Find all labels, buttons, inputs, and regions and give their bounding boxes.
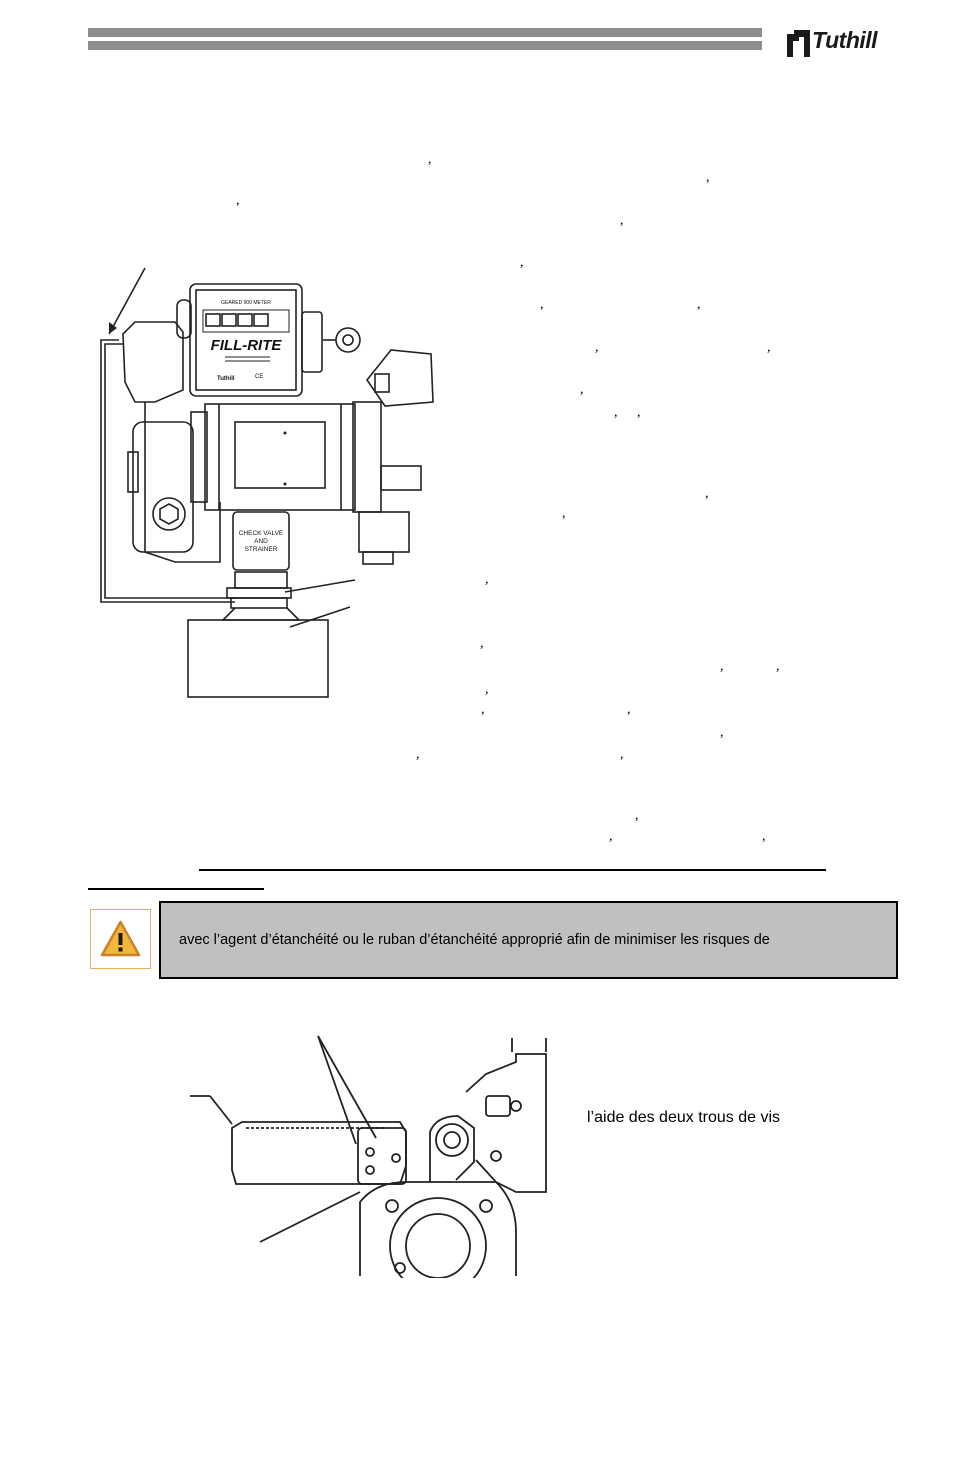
comma-1: , [428, 152, 432, 167]
heading-underline-1 [199, 869, 826, 871]
pump-assembly-diagram: GEARED 900 METER FILL-RITE Tuthill CE CH… [100, 267, 434, 698]
comma-12: , [637, 405, 641, 420]
header-bar-top [88, 28, 762, 37]
comma-17: , [720, 659, 724, 674]
brand-name: Tuthill [812, 27, 878, 53]
comma-5: , [520, 255, 524, 270]
meter-ce-mark: CE [255, 374, 263, 380]
tuthill-logo-mark-icon [787, 30, 810, 57]
meter-title: GEARED 900 METER [221, 300, 271, 306]
header-bar-bottom [88, 41, 762, 50]
comma-15: , [485, 572, 489, 587]
meter-tuthill-badge: Tuthill [217, 376, 235, 382]
mounting-note: l’aide des deux trous de vis [587, 1109, 780, 1126]
meter-mounting-diagram [190, 1035, 547, 1278]
warning-box: avec l’agent d’étanchéité ou le ruban d’… [159, 901, 898, 979]
comma-6: , [540, 297, 544, 312]
tuthill-logo: Tuthill [786, 27, 898, 58]
check-valve-label-1: CHECK VALVE [239, 530, 284, 537]
comma-4: , [620, 213, 624, 228]
warning-text: avec l’agent d’étanchéité ou le ruban d’… [179, 932, 770, 948]
comma-11: , [614, 405, 618, 420]
comma-7: , [697, 297, 701, 312]
comma-27: , [762, 829, 766, 844]
comma-3: , [236, 193, 240, 208]
comma-23: , [416, 747, 420, 762]
check-valve-label-2: AND [254, 538, 268, 545]
comma-20: , [481, 702, 485, 717]
warning-icon-box [90, 909, 151, 969]
comma-25: , [635, 808, 639, 823]
comma-8: , [595, 340, 599, 355]
comma-13: , [705, 486, 709, 501]
comma-16: , [480, 636, 484, 651]
comma-18: , [776, 659, 780, 674]
comma-10: , [580, 382, 584, 397]
fill-rite-mark: FILL-RITE [211, 337, 283, 354]
comma-19: , [485, 682, 489, 697]
check-valve-label-3: STRAINER [245, 546, 278, 553]
comma-24: , [620, 747, 624, 762]
comma-9: , [767, 340, 771, 355]
comma-2: , [706, 170, 710, 185]
warning-triangle-icon [100, 920, 141, 957]
heading-underline-2 [88, 888, 264, 890]
comma-22: , [720, 725, 724, 740]
comma-21: , [627, 702, 631, 717]
comma-26: , [609, 829, 613, 844]
comma-14: , [562, 506, 566, 521]
